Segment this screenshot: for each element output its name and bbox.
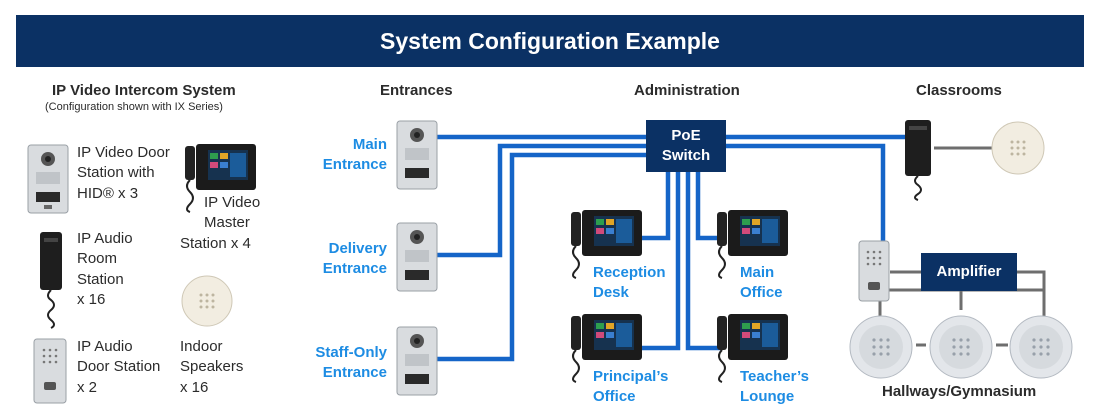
legend-video-master: IP Video Master Station x 4 (180, 194, 261, 252)
audio-door-station-icon (33, 338, 67, 404)
hallway-speaker-2-icon (929, 315, 993, 379)
label-reception-desk: Reception Desk (593, 264, 666, 301)
label-principal-office: Principal’s Office (593, 368, 669, 405)
legend-audio-door: IP Audio Door Station x 2 (77, 338, 161, 396)
hallway-audio-door-station-icon (858, 240, 890, 302)
cable-teacher (685, 172, 722, 351)
hallway-speaker-1-icon (849, 315, 913, 379)
label-main-office: Main Office (740, 264, 783, 301)
video-master-station-icon (185, 144, 256, 213)
poe-switch: PoE Switch (646, 120, 726, 172)
legend-video-door: IP Video Door Station with HID® x 3 (77, 144, 170, 202)
delivery-entrance-door-station-icon (396, 222, 438, 292)
banner-title: System Configuration Example (380, 27, 720, 54)
label-teacher-lounge: Teacher’s Lounge (740, 368, 809, 405)
title-banner: System Configuration Example (16, 15, 1084, 67)
classroom-speaker-icon (991, 121, 1045, 175)
label-main-entrance: Main Entrance (322, 136, 387, 173)
cable-main-office (695, 172, 722, 241)
video-door-station-icon (27, 144, 69, 214)
cable-reception (640, 172, 671, 241)
cable-delivery-entrance (436, 143, 648, 258)
label-delivery-entrance: Delivery Entrance (322, 240, 387, 277)
left-subheading: (Configuration shown with IX Series) (45, 101, 223, 113)
column-classrooms: Classrooms (916, 82, 1002, 99)
hallway-speaker-3-icon (1009, 315, 1073, 379)
label-hallways-gymnasium: Hallways/Gymnasium (882, 383, 1037, 400)
legend-audio-room: IP Audio Room Station x 16 (77, 230, 133, 308)
label-staff-entrance: Staff-Only Entrance (315, 344, 387, 381)
audio-room-station-icon (40, 232, 62, 329)
cable-staff-entrance (436, 152, 648, 362)
legend-speakers: Indoor Speakers x 16 (180, 338, 244, 396)
reception-master-station-icon (571, 210, 642, 279)
cable-door-station (724, 143, 886, 243)
indoor-speaker-icon (181, 275, 233, 327)
cable-principal (640, 172, 681, 351)
classroom-audio-station-icon (905, 120, 931, 201)
column-entrances: Entrances (380, 82, 453, 99)
amplifier-box: Amplifier (921, 253, 1017, 291)
main-office-master-station-icon (717, 210, 788, 279)
principal-master-station-icon (571, 314, 642, 383)
staff-entrance-door-station-icon (396, 326, 438, 396)
teacher-master-station-icon (717, 314, 788, 383)
main-entrance-door-station-icon (396, 120, 438, 190)
column-administration: Administration (634, 82, 740, 99)
left-heading: IP Video Intercom System (52, 82, 236, 99)
